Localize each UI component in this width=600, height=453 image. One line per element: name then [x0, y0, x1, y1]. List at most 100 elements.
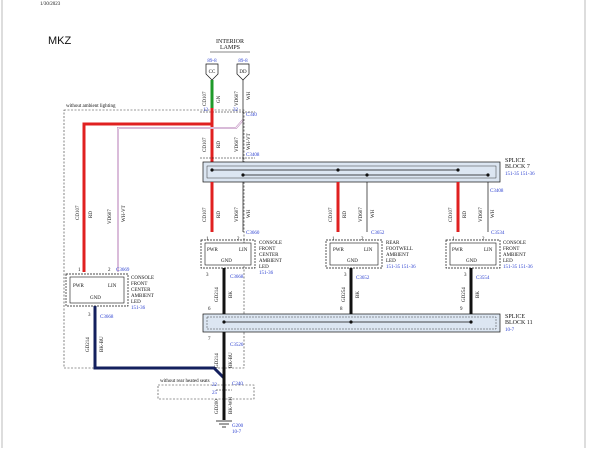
center-module-ref: 151-36 — [259, 271, 274, 276]
right-pwr: PWR — [452, 248, 464, 253]
splice-11-ref: 10-7 — [505, 328, 515, 333]
center-lin: LIN — [239, 248, 248, 253]
pin-r1: 1 — [332, 237, 335, 242]
label-whvt-left: WH-VT — [122, 205, 127, 222]
center-module-l4: AMBIENT — [259, 259, 282, 264]
pin-rr3: 3 — [464, 273, 467, 278]
label-vd607-r: VD607 — [359, 207, 364, 222]
label-cd107-r: CD107 — [329, 207, 334, 222]
label-wh-rr: WH — [491, 209, 496, 218]
splice-7-node-3 — [336, 168, 340, 172]
left-module-l1: CONSOLE — [131, 276, 154, 281]
right-module-l4: LED — [503, 259, 513, 264]
center-module-l2: FRONT — [259, 247, 275, 252]
label-bk-r: BK — [356, 291, 361, 298]
top-date: 1/30/2023 — [40, 2, 61, 7]
lamp-ref-left: 89-8 — [207, 59, 217, 64]
label-rd-r: RD — [343, 211, 348, 218]
lamp-pin-left: CC — [209, 70, 216, 75]
rear-module-l1: REAR — [386, 241, 400, 246]
label-vd607-left: VD607 — [108, 209, 113, 224]
pin-l3: 3 — [88, 313, 91, 318]
splice-11-node-1 — [222, 320, 226, 324]
c3652-label: C3652 — [371, 231, 385, 236]
pin-l2: 2 — [108, 268, 111, 273]
splice-7-node-1 — [210, 168, 214, 172]
left-module-l2: FRONT — [131, 282, 147, 287]
rear-module-l3: AMBIENT — [386, 253, 409, 258]
left-module-l3: CENTER — [131, 288, 151, 293]
splice-block-11-inner — [206, 316, 497, 330]
c3669-label: C3669 — [116, 268, 130, 273]
rear-gnd: GND — [347, 259, 358, 264]
label-gd214-t: GD214 — [215, 353, 220, 368]
left-pwr: PWR — [73, 284, 85, 289]
center-gnd: GND — [221, 259, 232, 264]
c340-top-label: C340 — [246, 113, 257, 118]
pin-22: 22 — [212, 383, 218, 388]
right-module-ref: 151-35 151-36 — [503, 265, 533, 270]
label-wh-r: WH — [371, 209, 376, 218]
left-module-l4: AMBIENT — [131, 294, 154, 299]
splice-7-node-6 — [486, 173, 490, 177]
right-module-l1: CONSOLE — [503, 241, 526, 246]
wire-wh-vt-left-inner — [117, 119, 244, 272]
pin-c2: 2 — [237, 237, 240, 242]
label-vd607-c: VD607 — [235, 207, 240, 222]
label-cd107-top: CD107 — [203, 91, 208, 106]
label-bkwh: BK-WH — [229, 397, 234, 414]
left-module-inner — [69, 276, 125, 304]
right-lin: LIN — [484, 248, 493, 253]
label-wh-c: WH — [247, 209, 252, 218]
wire-bk-bu-left — [93, 306, 226, 380]
rear-lin: LIN — [364, 248, 373, 253]
label-vd607-rr: VD607 — [479, 207, 484, 222]
center-module-inner — [204, 242, 252, 266]
center-module-box — [200, 239, 256, 269]
label-gd214-l: GD214 — [86, 337, 91, 352]
rear-pwr: PWR — [333, 248, 345, 253]
splice-11-l1: SPLICE — [505, 314, 525, 320]
rear-module-l4: LED — [386, 259, 396, 264]
c3668-label: C3668 — [230, 275, 244, 280]
label-rd-rr: RD — [463, 211, 468, 218]
pin-25: 25 — [212, 391, 218, 396]
splice-7-node-5 — [456, 168, 460, 172]
splice-7-l1: SPLICE — [505, 158, 525, 164]
pin-r2: 2 — [361, 237, 364, 242]
label-cd107-rr: CD107 — [449, 207, 454, 222]
label-gd254-r: GD254 — [342, 287, 347, 302]
c3408-label: C3408 — [246, 153, 260, 158]
model-title: MKZ — [48, 35, 72, 47]
label-vd607-mid: VD607 — [235, 137, 240, 152]
without-ambient-label: without ambient lighting — [66, 104, 116, 109]
center-module-l3: CENTER — [259, 253, 279, 258]
label-wh-top: WH — [247, 91, 252, 100]
splice-11-l2: BLOCK 11 — [505, 320, 533, 326]
label-cd107-mid: CD107 — [203, 137, 208, 152]
c3526-label: C3526 — [230, 343, 244, 348]
c3668-left-label: C3668 — [100, 315, 114, 320]
label-rd-left: RD — [89, 211, 94, 218]
pin-rr1: 1 — [452, 237, 455, 242]
pin-rr2: 2 — [482, 237, 485, 242]
splice-block-7-inner — [206, 165, 497, 179]
rear-module-l2: FOOTWELL — [386, 247, 413, 252]
c3554-label: C3554 — [476, 276, 490, 281]
lamp-pin-left-shape — [205, 63, 219, 81]
interior-lamps-label-2: LAMPS — [220, 45, 240, 51]
label-bkbu-t: BK-BU — [229, 352, 234, 368]
splice-7-ref: 151-35 151-36 — [505, 172, 535, 177]
lamp-ref-right: 89-8 — [238, 59, 248, 64]
rear-module-inner — [329, 242, 379, 266]
label-bk-c: BK — [229, 291, 234, 298]
pin-7: 7 — [208, 337, 211, 342]
c3660-label: C3660 — [246, 231, 260, 236]
rear-module-box — [325, 239, 383, 269]
g200-label: G200 — [232, 424, 244, 429]
splice-7-l2: BLOCK 7 — [505, 164, 530, 170]
left-gnd: GND — [90, 296, 101, 301]
lamp-pin-right: DD — [239, 70, 247, 75]
left-module-l5: LED — [131, 300, 141, 305]
